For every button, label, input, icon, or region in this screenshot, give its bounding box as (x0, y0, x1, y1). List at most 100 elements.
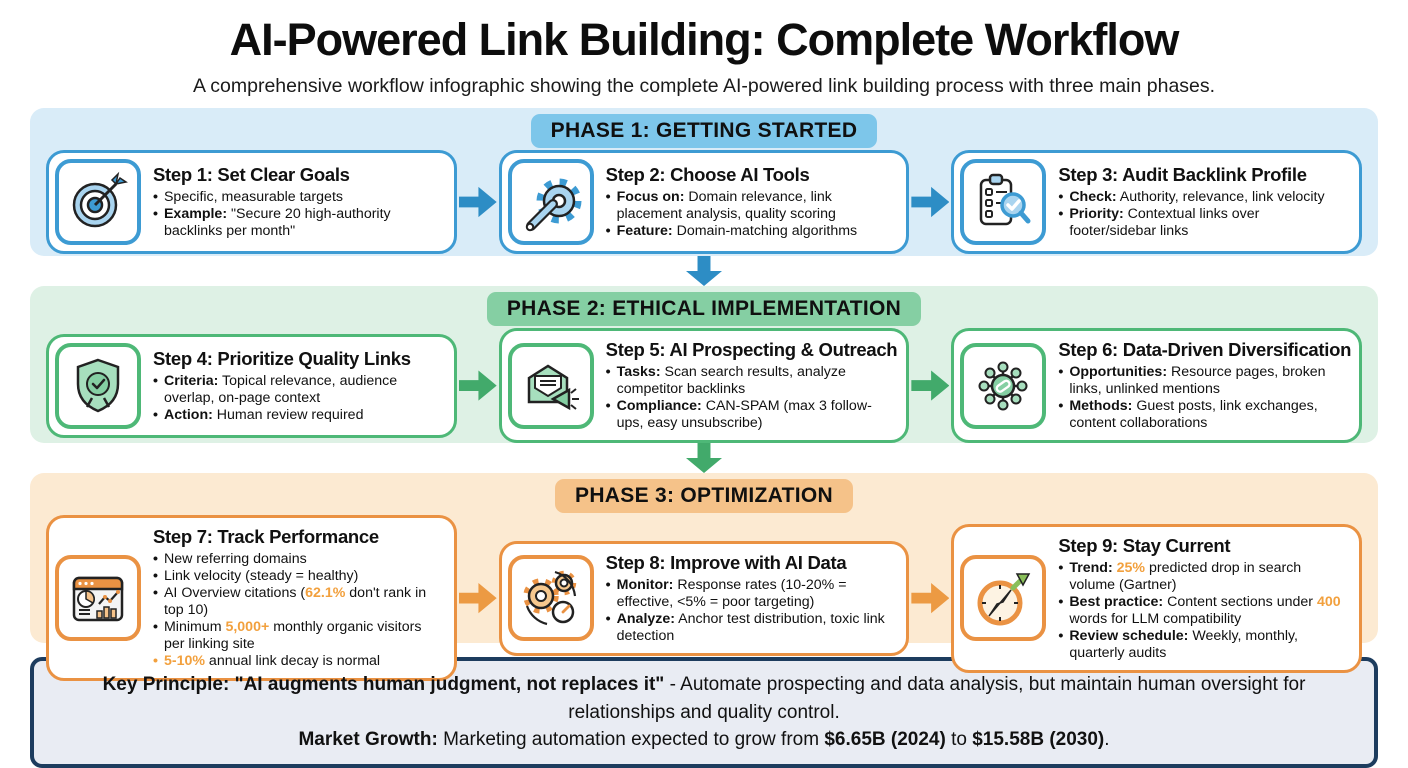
text-segment: Check: (1069, 188, 1117, 205)
bullet-dot: • (1058, 364, 1064, 380)
text-segment: Methods: (1069, 398, 1133, 415)
text-segment: - Automate prospecting and data analysis… (568, 674, 1306, 723)
step-text: Step 6: Data-Driven Diversification•Oppo… (1058, 331, 1361, 440)
step-card-8: Step 8: Improve with AI Data • Monitor: Re… (498, 540, 910, 656)
arrow-right-icon (458, 582, 497, 614)
bullet-text: Specific, measurable targets (164, 189, 343, 206)
bullet-dot: • (605, 223, 611, 240)
step-bullets: •Tasks: Scan search results, analyze com… (606, 364, 898, 432)
step-title: Step 5: AI Prospecting & Outreach (605, 339, 898, 360)
email-megaphone-icon (507, 342, 594, 429)
step-title: Step 7: Track Performance (153, 526, 379, 547)
bullet-item: • New referring domains (153, 551, 444, 568)
bullet-text: New referring domains (164, 551, 307, 568)
bullet-text: AI Overview citations (62.1% don't rank … (164, 585, 444, 619)
text-segment: 25% (1116, 559, 1146, 576)
key-principle-line: Key Principle: "AI augments human judgme… (52, 671, 1356, 726)
text-segment: Trend: (1069, 559, 1113, 576)
text-segment: Weekly, monthly, quarterly audits (1069, 627, 1298, 661)
target-icon (55, 159, 141, 245)
bullet-dot: • (1058, 188, 1064, 205)
bullet-text: Action: Human review required (164, 407, 364, 424)
text-segment: Tasks: (616, 364, 661, 380)
step-bullets: • Opportunities: Resource pages, broken l… (1058, 364, 1351, 432)
bullet-dot: • (1058, 398, 1064, 415)
step-card-1: Step 1: Set Clear Goals•Specific, measur… (46, 150, 457, 254)
step-text: Step 8: Improve with AI Data • Monitor: Re… (606, 544, 907, 653)
bullet-text: Criteria: Topical relevance, audience ov… (164, 373, 444, 407)
bullet-dot: • (1058, 627, 1064, 644)
network-link-icon (960, 342, 1047, 429)
text-segment: Link velocity (steady = healthy) (163, 568, 359, 585)
arrow-right-icon (911, 186, 950, 218)
text-segment: Key Principle: "AI augments human judgme… (102, 674, 665, 695)
text-segment: CAN-SPAM (max 3 follow-ups, easy unsubsc… (616, 398, 872, 432)
bullet-item: •Focus on: Domain relevance, link placem… (606, 189, 897, 223)
page-title: AI-Powered Link Building: Complete Workf… (229, 14, 1180, 65)
text-segment: Marketing automation expected to grow fr… (437, 729, 825, 751)
step-title: Step 8: Improve with AI Data (605, 551, 847, 573)
text-segment: Review schedule: (1069, 627, 1189, 644)
bullet-dot: • (153, 619, 158, 636)
arrow-right-icon (458, 186, 497, 218)
step-title: Step 3: Audit Backlink Profile (1058, 163, 1307, 185)
text-segment: annual link decay is normal (204, 653, 381, 670)
bullet-item: • Review schedule: Weekly, monthly, quart… (1058, 628, 1349, 662)
text-segment: Specific, measurable targets (163, 188, 343, 205)
text-segment: Compliance: (616, 398, 702, 415)
step-bullets: •Specific, measurable targets•Example: "… (153, 189, 444, 240)
bullet-item: • Methods: Guest posts, link exchanges, c… (1058, 398, 1351, 432)
bullet-text: Priority: Contextual links over footer/s… (1069, 206, 1349, 240)
bullet-text: Trend: 25% predicted drop in search volu… (1069, 560, 1349, 594)
step-card-2: Step 2: Choose AI Tools•Focus on: Domain… (498, 150, 910, 254)
text-segment: Monitor: (616, 576, 674, 593)
bullet-dot: • (153, 188, 158, 205)
bullet-text: Link velocity (steady = healthy) (164, 568, 358, 585)
step-title: Step 4: Prioritize Quality Links (153, 347, 411, 369)
page-subtitle: A comprehensive workflow infographic sho… (192, 75, 1216, 97)
bullet-dot: • (153, 551, 158, 567)
bullet-item: • Opportunities: Resource pages, broken l… (1058, 364, 1351, 398)
step-text: Step 7: Track Performance • New referring … (153, 518, 454, 678)
step-card-3: Step 3: Audit Backlink Profile•Check: Au… (951, 150, 1363, 254)
phase-2-steps-row: Step 4: Prioritize Quality Links•Criteri… (30, 326, 1378, 449)
text-segment: Minimum (163, 619, 226, 636)
text-segment: Guest posts, link exchanges, content col… (1069, 398, 1318, 432)
text-segment: Feature: (616, 223, 673, 240)
text-segment: Priority: (1069, 205, 1124, 222)
text-segment: 62.1% (305, 585, 346, 602)
bullet-text: Best practice: Content sections under 40… (1069, 594, 1349, 628)
key-principle-box: Key Principle: "AI augments human judgme… (30, 657, 1378, 768)
step-title: Step 9: Stay Current (1058, 534, 1231, 556)
bullet-item: •Minimum 5,000+ monthly organic visitors… (153, 619, 444, 653)
bullet-text: Feature: Domain-matching algorithms (617, 223, 858, 240)
text-segment: Response rates (10-20% = effective, <5% … (616, 576, 847, 610)
bullet-dot: • (153, 406, 158, 423)
step-text: Step 9: Stay Current • Trend: 25% predicte… (1058, 527, 1359, 670)
text-segment: $15.58B (2030) (972, 729, 1105, 751)
bullet-dot: • (605, 610, 611, 627)
bullet-text: Review schedule: Weekly, monthly, quarte… (1069, 628, 1349, 662)
step-text: Step 5: AI Prospecting & Outreach •Tasks:… (606, 331, 908, 440)
bullet-item: •Criteria: Topical relevance, audience o… (153, 373, 444, 407)
bullet-item: •Priority: Contextual links over footer/… (1058, 206, 1349, 240)
phase-header-2: PHASE 2: ETHICAL IMPLEMENTATION (486, 292, 922, 326)
step-text: Step 3: Audit Backlink Profile•Check: Au… (1058, 156, 1359, 248)
step-card-4: Step 4: Prioritize Quality Links•Criteri… (46, 333, 457, 438)
step-text: Step 1: Set Clear Goals•Specific, measur… (153, 156, 454, 248)
clipboard-search-icon (960, 159, 1047, 245)
text-segment: Domain-matching algorithms (672, 223, 858, 240)
bullet-item: •Tasks: Scan search results, analyze com… (606, 364, 898, 398)
text-segment: Anchor test distribution, toxic link det… (616, 610, 885, 644)
arrow-right-icon (458, 370, 497, 401)
bullet-text: Analyze: Anchor test distribution, toxic… (617, 611, 897, 645)
text-segment: don't rank in top 10) (163, 585, 427, 619)
bullet-item: •Link velocity (steady = healthy) (153, 568, 444, 585)
step-card-9: Step 9: Stay Current • Trend: 25% predicte… (951, 523, 1363, 673)
bullet-dot: • (153, 653, 158, 670)
phase-1-steps-row: Step 1: Set Clear Goals•Specific, measur… (30, 148, 1378, 260)
text-segment: Action: (163, 406, 213, 423)
text-segment: Content sections under (1163, 593, 1317, 610)
shield-badge-icon (55, 342, 141, 429)
bullet-text: Opportunities: Resource pages, broken li… (1069, 364, 1351, 398)
